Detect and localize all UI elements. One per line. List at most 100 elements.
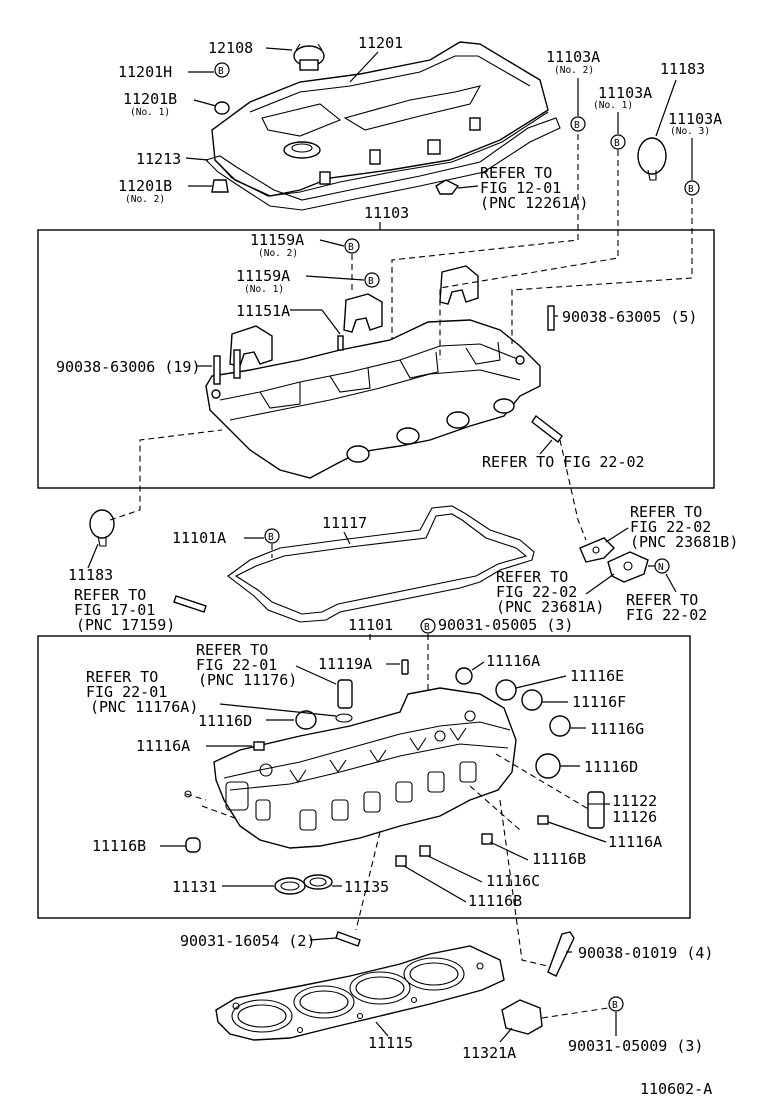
outlet-23681A	[607, 551, 649, 583]
svg-text:B: B	[348, 242, 354, 253]
oil-filler-cap	[293, 43, 325, 71]
gasket-23681B	[579, 537, 615, 563]
refer-11176-line2: FIG 22-01	[196, 656, 277, 674]
refer-23681B-line2: FIG 22-02	[630, 518, 711, 536]
refer-23681A-line2: FIG 22-02	[496, 583, 577, 601]
label-11201: 11201	[358, 34, 403, 52]
badge-11103A-no1	[610, 134, 626, 150]
stud-17159	[173, 595, 207, 613]
union-11122	[587, 791, 605, 829]
label-11116B-mid: 11116B	[532, 850, 586, 868]
label-90038-63005: 90038-63005 (5)	[562, 308, 697, 326]
camshaft-housing	[205, 319, 541, 479]
head-cover-gasket-11117	[227, 505, 535, 623]
svg-text:B: B	[574, 120, 580, 131]
cylinder-head-gasket	[215, 945, 505, 1041]
label-90031-05009: 90031-05009 (3)	[568, 1037, 703, 1055]
badge-11159A-no1	[364, 272, 380, 288]
label-11159A-no1: 11159A	[236, 267, 290, 285]
svg-text:B: B	[424, 622, 430, 633]
label-11151A: 11151A	[236, 302, 290, 320]
label-90031-05005: 90031-05005 (3)	[438, 616, 573, 634]
label-11103A-no2: 11103A	[546, 48, 600, 66]
badge-11201H	[214, 62, 230, 78]
badge-90031-05009	[608, 996, 624, 1012]
svg-text:(No. 2): (No. 2)	[554, 65, 594, 76]
label-11116D-left: 11116D	[198, 712, 252, 730]
badge-11101A	[264, 528, 280, 544]
label-11103A-no3: 11103A	[668, 110, 722, 128]
refer-11176-line1: REFER TO	[196, 641, 268, 659]
label-90031-16054: 90031-16054 (2)	[180, 932, 315, 950]
clip-part	[435, 179, 460, 195]
svg-text:B: B	[268, 532, 274, 543]
svg-text:(No. 1): (No. 1)	[593, 100, 633, 111]
plug-11183-top	[637, 137, 667, 181]
svg-text:(No. 2): (No. 2)	[258, 248, 298, 259]
badge-11103A-no3	[684, 180, 700, 196]
bolt-90038-63005	[547, 305, 555, 331]
stud-refer-22-02	[531, 414, 563, 444]
bearing-cap-2	[343, 293, 383, 333]
label-90038-63006: 90038-63006 (19)	[56, 358, 201, 376]
cylinder-head-cover	[211, 41, 549, 197]
bolt-90031-16054	[335, 931, 361, 947]
svg-text:(No. 1): (No. 1)	[130, 107, 170, 118]
label-11116C: 11116C	[486, 872, 540, 890]
label-11116B-bot: 11116B	[468, 892, 522, 910]
cylinder-head-box	[37, 635, 691, 919]
svg-text:N: N	[658, 562, 664, 573]
label-11131: 11131	[172, 878, 217, 896]
label-11126: 11126	[612, 808, 657, 826]
valve-guide-11119A	[335, 659, 409, 723]
camshaft-housing-box	[37, 229, 715, 489]
label-11213: 11213	[136, 150, 181, 168]
label-11116G: 11116G	[590, 720, 644, 738]
bolt-90038-63006	[213, 349, 241, 385]
svg-text:(No. 3): (No. 3)	[670, 126, 710, 137]
label-11183-low: 11183	[68, 566, 113, 584]
refer-23681A-line1: REFER TO	[496, 568, 568, 586]
grommet-no2	[211, 179, 229, 193]
label-11135: 11135	[344, 878, 389, 896]
refer-22-02-n-line2: FIG 22-02	[626, 606, 707, 624]
dowel-11151A	[337, 335, 344, 351]
badge-90031-05005	[420, 618, 436, 634]
seals-11131-11135	[274, 874, 333, 895]
svg-text:B: B	[368, 276, 374, 287]
label-11201B-no1: 11201B	[123, 90, 177, 108]
label-11117: 11117	[322, 514, 367, 532]
refer-11176A-line2: FIG 22-01	[86, 683, 167, 701]
refer-17-01-line3: (PNC 17159)	[76, 616, 175, 634]
label-12108: 12108	[208, 39, 253, 57]
label-11101A: 11101A	[172, 529, 226, 547]
svg-text:(No. 1): (No. 1)	[244, 284, 284, 295]
refer-11176A-line1: REFER TO	[86, 668, 158, 686]
grommet-no1	[214, 101, 230, 115]
label-11116B-left: 11116B	[92, 837, 146, 855]
cylinder-head	[213, 687, 517, 849]
label-11122: 11122	[612, 792, 657, 810]
refer-17-01-line1: REFER TO	[74, 586, 146, 604]
label-11201B-no2: 11201B	[118, 177, 172, 195]
label-11116E: 11116E	[570, 667, 624, 685]
refer-fig-12-01-line2: FIG 12-01	[480, 179, 561, 197]
label-11116F: 11116F	[572, 693, 626, 711]
svg-text:B: B	[614, 138, 620, 149]
label-11116A-left: 11116A	[136, 737, 190, 755]
head-cover-gasket	[204, 117, 561, 211]
refer-fig-22-02-stud: REFER TO FIG 22-02	[482, 453, 645, 471]
label-11103A-no1: 11103A	[598, 84, 652, 102]
label-11321A: 11321A	[462, 1044, 516, 1062]
diagram-id: 110602-A	[640, 1080, 712, 1098]
badge-11159A-no2	[344, 238, 360, 254]
label-11183-top: 11183	[660, 60, 705, 78]
label-11101: 11101	[348, 616, 393, 634]
refer-23681B-line3: (PNC 23681B)	[630, 533, 738, 551]
badge-11103A-no2	[570, 116, 586, 132]
refer-fig-12-01-line3: (PNC 12261A)	[480, 194, 588, 212]
refer-22-02-n-line1: REFER TO	[626, 591, 698, 609]
cover-plate-11321A	[501, 999, 543, 1035]
refer-fig-12-01-line1: REFER TO	[480, 164, 552, 182]
